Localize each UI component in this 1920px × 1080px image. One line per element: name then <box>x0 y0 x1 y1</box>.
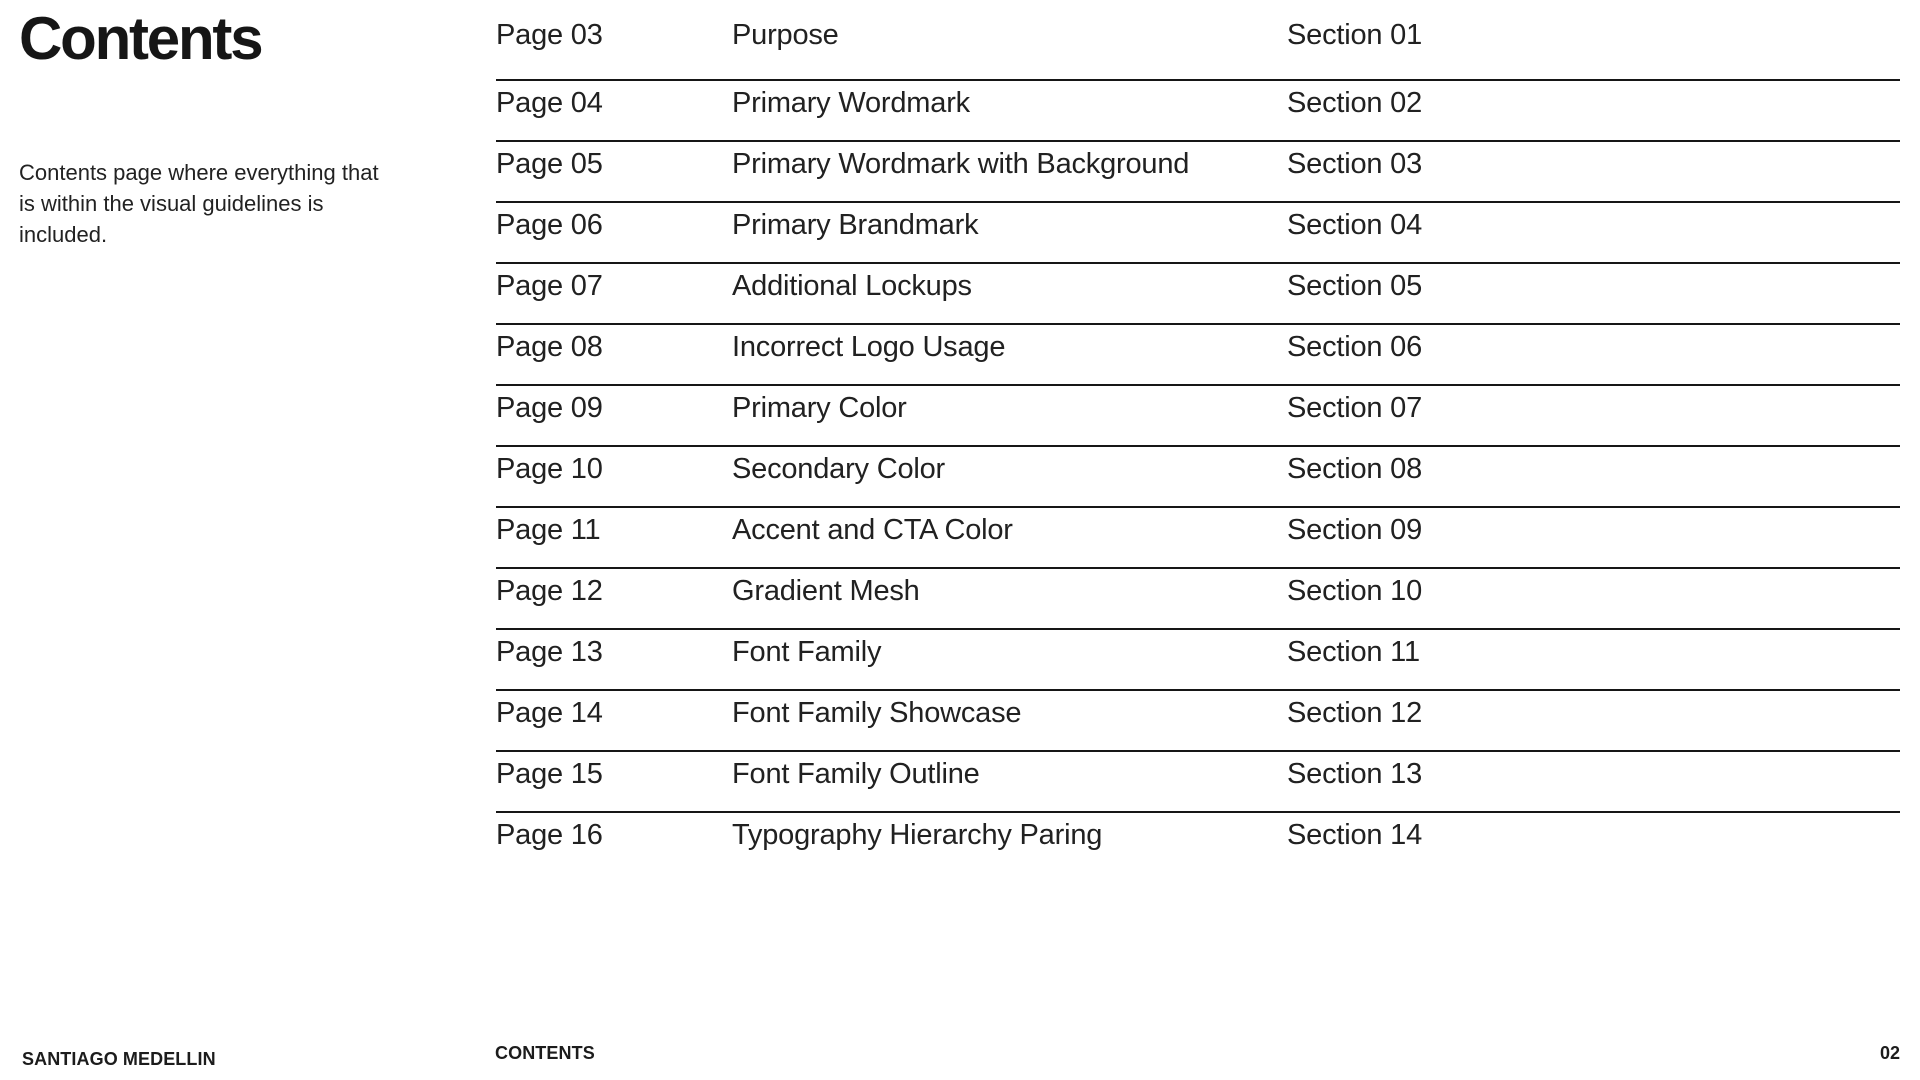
toc-row[interactable]: Page 12 Gradient Mesh Section 10 <box>496 569 1900 630</box>
toc-section: Section 07 <box>1287 392 1423 424</box>
toc-section: Section 02 <box>1287 87 1423 119</box>
toc-row[interactable]: Page 07 Additional Lockups Section 05 <box>496 264 1900 325</box>
toc-row[interactable]: Page 14 Font Family Showcase Section 12 <box>496 691 1900 752</box>
toc-page-number: Page 16 <box>496 819 603 851</box>
toc-page-number: Page 12 <box>496 575 603 607</box>
toc-title: Primary Wordmark with Background <box>732 148 1190 180</box>
toc-title: Primary Brandmark <box>732 209 979 241</box>
toc-page-number: Page 15 <box>496 758 603 790</box>
toc-title: Primary Color <box>732 392 907 424</box>
table-of-contents: Page 03 Purpose Section 01 Page 04 Prima… <box>496 13 1900 874</box>
toc-section: Section 13 <box>1287 758 1423 790</box>
toc-title: Typography Hierarchy Paring <box>732 819 1103 851</box>
toc-row[interactable]: Page 05 Primary Wordmark with Background… <box>496 142 1900 203</box>
toc-row[interactable]: Page 09 Primary Color Section 07 <box>496 386 1900 447</box>
toc-title: Font Family Showcase <box>732 697 1022 729</box>
toc-page-number: Page 14 <box>496 697 603 729</box>
toc-page-number: Page 10 <box>496 453 603 485</box>
toc-row[interactable]: Page 03 Purpose Section 01 <box>496 13 1900 81</box>
toc-row[interactable]: Page 06 Primary Brandmark Section 04 <box>496 203 1900 264</box>
toc-page-number: Page 05 <box>496 148 603 180</box>
toc-row[interactable]: Page 08 Incorrect Logo Usage Section 06 <box>496 325 1900 386</box>
toc-section: Section 08 <box>1287 453 1423 485</box>
toc-title: Font Family <box>732 636 882 668</box>
toc-page-number: Page 03 <box>496 19 603 51</box>
toc-title: Secondary Color <box>732 453 945 485</box>
toc-page-number: Page 07 <box>496 270 603 302</box>
toc-section: Section 03 <box>1287 148 1423 180</box>
page-description: Contents page where everything that is w… <box>19 160 379 247</box>
toc-row[interactable]: Page 04 Primary Wordmark Section 02 <box>496 81 1900 142</box>
toc-page-number: Page 09 <box>496 392 603 424</box>
toc-page-number: Page 04 <box>496 87 603 119</box>
toc-title: Additional Lockups <box>732 270 972 302</box>
toc-row[interactable]: Page 15 Font Family Outline Section 13 <box>496 752 1900 813</box>
toc-page-number: Page 13 <box>496 636 603 668</box>
toc-section: Section 14 <box>1287 819 1423 851</box>
toc-section: Section 09 <box>1287 514 1423 546</box>
toc-section: Section 04 <box>1287 209 1423 241</box>
toc-section: Section 06 <box>1287 331 1423 363</box>
toc-title: Font Family Outline <box>732 758 980 790</box>
toc-page-number: Page 06 <box>496 209 603 241</box>
toc-page-number: Page 11 <box>496 514 601 546</box>
page-title: Contents <box>19 5 264 72</box>
toc-section: Section 10 <box>1287 575 1423 607</box>
toc-row[interactable]: Page 11 Accent and CTA Color Section 09 <box>496 508 1900 569</box>
toc-row[interactable]: Page 16 Typography Hierarchy Paring Sect… <box>496 813 1900 874</box>
toc-section: Section 05 <box>1287 270 1423 302</box>
toc-row[interactable]: Page 10 Secondary Color Section 08 <box>496 447 1900 508</box>
toc-title: Purpose <box>732 19 839 51</box>
toc-title: Gradient Mesh <box>732 575 920 607</box>
toc-title: Accent and CTA Color <box>732 514 1013 546</box>
toc-section: Section 11 <box>1287 636 1420 668</box>
toc-title: Incorrect Logo Usage <box>732 331 1006 363</box>
toc-row[interactable]: Page 13 Font Family Section 11 <box>496 630 1900 691</box>
toc-section: Section 01 <box>1287 19 1423 51</box>
footer-brand-name: SANTIAGO MEDELLIN <box>22 1049 216 1069</box>
toc-section: Section 12 <box>1287 697 1423 729</box>
toc-page-number: Page 08 <box>496 331 603 363</box>
footer-section-label: CONTENTS <box>495 1043 595 1063</box>
footer-page-number: 02 <box>1879 1043 1900 1063</box>
toc-title: Primary Wordmark <box>732 87 970 119</box>
